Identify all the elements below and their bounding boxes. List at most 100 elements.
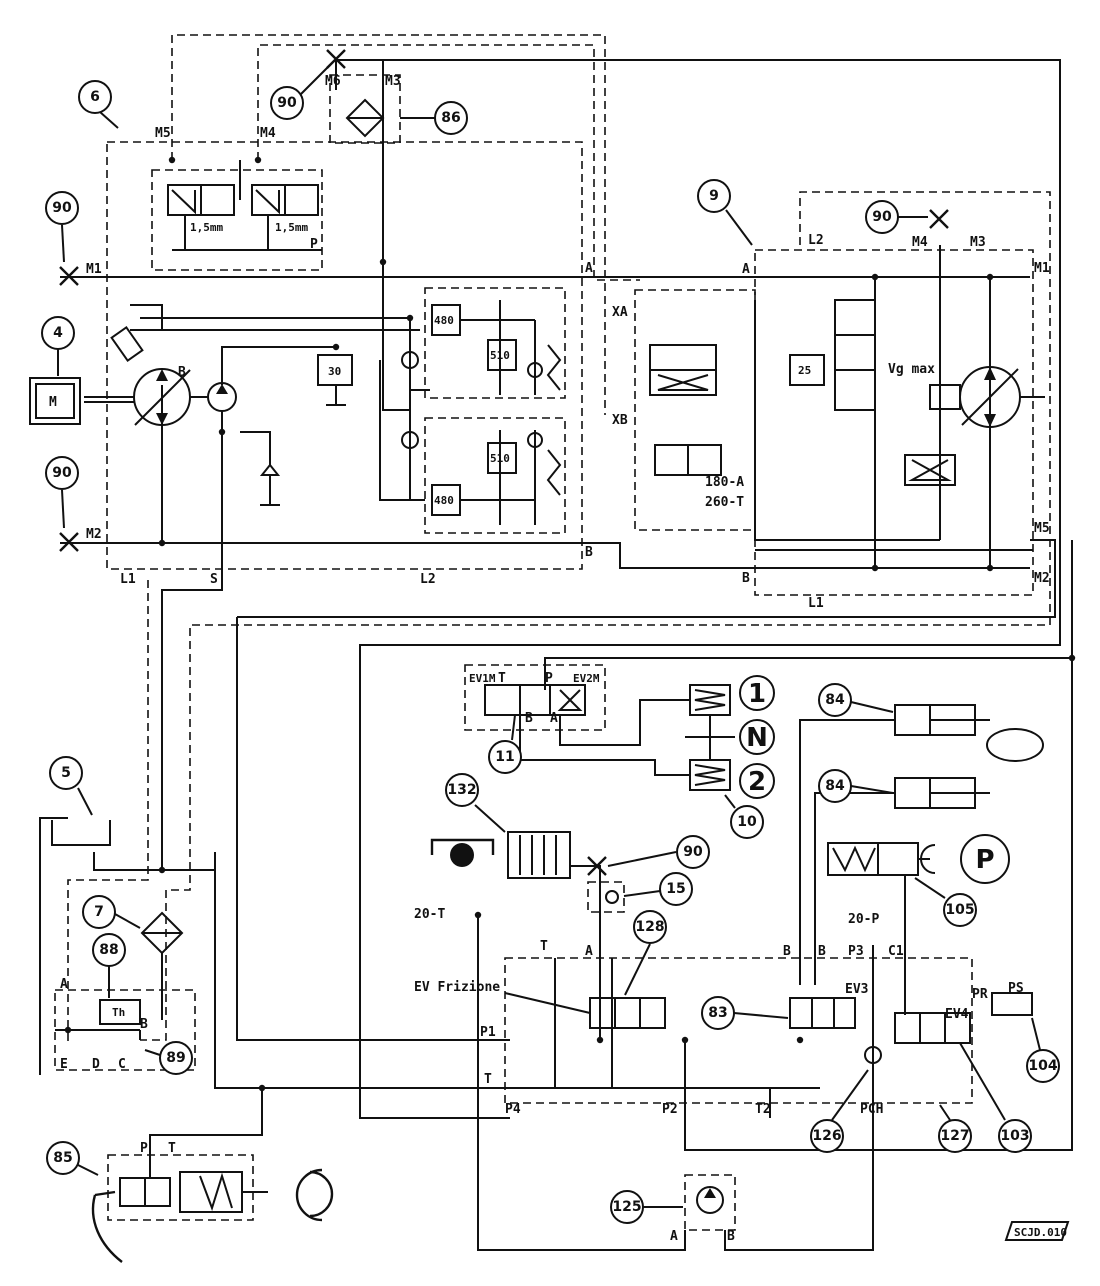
port-b2-127: B — [818, 944, 826, 959]
port-p-v11: P — [545, 671, 553, 686]
park-symbol — [960, 834, 1010, 884]
pedal-valve-85 — [91, 1154, 334, 1263]
gear-1-symbol — [739, 675, 775, 711]
callout-84-a-text: 84 — [825, 692, 845, 708]
port-p-85: P — [140, 1141, 148, 1156]
callout-5-text: 5 — [61, 765, 71, 781]
differential-lock-icon — [986, 728, 1044, 762]
brake-132 — [430, 831, 625, 1040]
callout-11-text: 11 — [495, 749, 514, 765]
cylinders-84 — [799, 704, 1044, 985]
park-text: P — [975, 845, 994, 875]
filter-7 — [140, 911, 184, 1020]
port-m1-left: M1 — [86, 262, 102, 277]
port-p2: P2 — [662, 1102, 678, 1117]
orifice-label-1: 1,5mm — [190, 221, 223, 234]
callout-90-c — [865, 200, 899, 234]
setting-260t: 260-T — [705, 495, 744, 510]
port-m2-left: M2 — [86, 527, 102, 542]
callout-86 — [434, 101, 468, 135]
callout-127-text: 127 — [940, 1128, 969, 1144]
block-6 — [106, 74, 583, 570]
port-p3: P3 — [848, 944, 864, 959]
ev4-label: EV4 — [945, 1007, 969, 1022]
gear-n-text: N — [746, 723, 768, 753]
port-pch: PCH — [860, 1102, 883, 1117]
port-p1: P1 — [480, 1025, 496, 1040]
orifice-label-2: 1,5mm — [275, 221, 308, 234]
ev3-label: EV3 — [845, 982, 868, 997]
callout-132-text: 132 — [447, 782, 476, 798]
drawing-code-tag: SCJD.010 — [1004, 1221, 1070, 1241]
solenoid-valve-pair: 1,5mm 1,5mm — [167, 184, 322, 251]
callout-9-text: 9 — [709, 188, 719, 204]
gear-pump-125 — [684, 1174, 736, 1231]
callout-126-text: 126 — [812, 1128, 841, 1144]
transmission-valve-11: EV1M EV2M — [464, 664, 690, 776]
callouts: 6 90 90 86 9 90 4 90 5 7 88 89 — [41, 64, 1060, 1224]
park-cylinder-105 — [827, 834, 1010, 1015]
gear-n-symbol — [739, 719, 775, 755]
pilot-lines — [67, 34, 1051, 1045]
callout-7-text: 7 — [94, 904, 104, 920]
callout-132 — [445, 773, 479, 807]
callout-4 — [41, 316, 75, 350]
port-m4-left: M4 — [260, 126, 276, 141]
callout-125-text: 125 — [612, 1199, 641, 1215]
callout-89 — [159, 1041, 193, 1075]
port-e: E — [60, 1057, 68, 1072]
callout-83 — [701, 996, 735, 1030]
relief-group-upper: 480 510 — [431, 300, 562, 395]
port-m1-right: M1 — [1034, 261, 1050, 276]
ev2m-label: EV2M — [573, 672, 600, 685]
block-9: 25 Vg max 180-A 260-T — [634, 245, 1045, 596]
vg-max-label: Vg max — [888, 362, 935, 377]
port-xa: XA — [612, 305, 628, 320]
port-m6: M6 — [325, 74, 341, 89]
port-b-125: B — [727, 1229, 735, 1244]
port-l1-block9: L1 — [808, 596, 824, 611]
callout-89-text: 89 — [166, 1050, 185, 1066]
port-a-127: A — [585, 944, 593, 959]
brake-disc-icon — [450, 843, 474, 867]
gear-2-text: 2 — [748, 767, 766, 797]
gear-1-text: 1 — [748, 679, 766, 709]
callout-90-e — [676, 835, 710, 869]
port-a-88: A — [60, 977, 68, 992]
drawing-code: SCJD.010 — [1014, 1226, 1067, 1239]
gear-letters: 1 N 2 P — [746, 679, 994, 875]
relief-30-label: 30 — [328, 365, 341, 378]
port-a-v11: A — [550, 711, 558, 726]
port-a-block9: A — [742, 262, 750, 277]
callout-105-text: 105 — [945, 902, 974, 918]
gear-2-symbol — [739, 763, 775, 799]
callout-125 — [610, 1190, 644, 1224]
callout-90-a — [45, 191, 79, 225]
ev-frizione-label: EV Frizione — [414, 980, 500, 995]
callout-15-text: 15 — [666, 881, 685, 897]
line-20p-label: 20-P — [848, 912, 879, 927]
port-m5-left: M5 — [155, 126, 171, 141]
gear-cylinder-10 — [685, 675, 775, 799]
ev1m-label: EV1M — [469, 672, 496, 685]
brake-band-icon — [295, 1168, 334, 1222]
electric-motor: M — [29, 377, 81, 425]
tank-5 — [39, 817, 111, 1075]
junction-dots — [64, 156, 1076, 1092]
callout-15 — [659, 872, 693, 906]
port-b-block9: B — [742, 571, 750, 586]
port-c: C — [118, 1057, 126, 1072]
port-l2-block9: L2 — [808, 233, 824, 248]
port-t2: T2 — [755, 1102, 771, 1117]
port-m2-right: M2 — [1034, 571, 1050, 586]
port-m3-left: M3 — [385, 74, 401, 89]
callout-85-text: 85 — [53, 1150, 72, 1166]
callout-90-c-text: 90 — [872, 209, 892, 225]
callout-104 — [1026, 1049, 1060, 1083]
callout-84-a — [818, 683, 852, 717]
port-l2-block6: L2 — [420, 572, 436, 587]
port-m3-block9: M3 — [970, 235, 986, 250]
port-p-block6: P — [310, 237, 318, 252]
callout-9 — [697, 179, 731, 213]
callout-84-b-text: 84 — [825, 778, 845, 794]
